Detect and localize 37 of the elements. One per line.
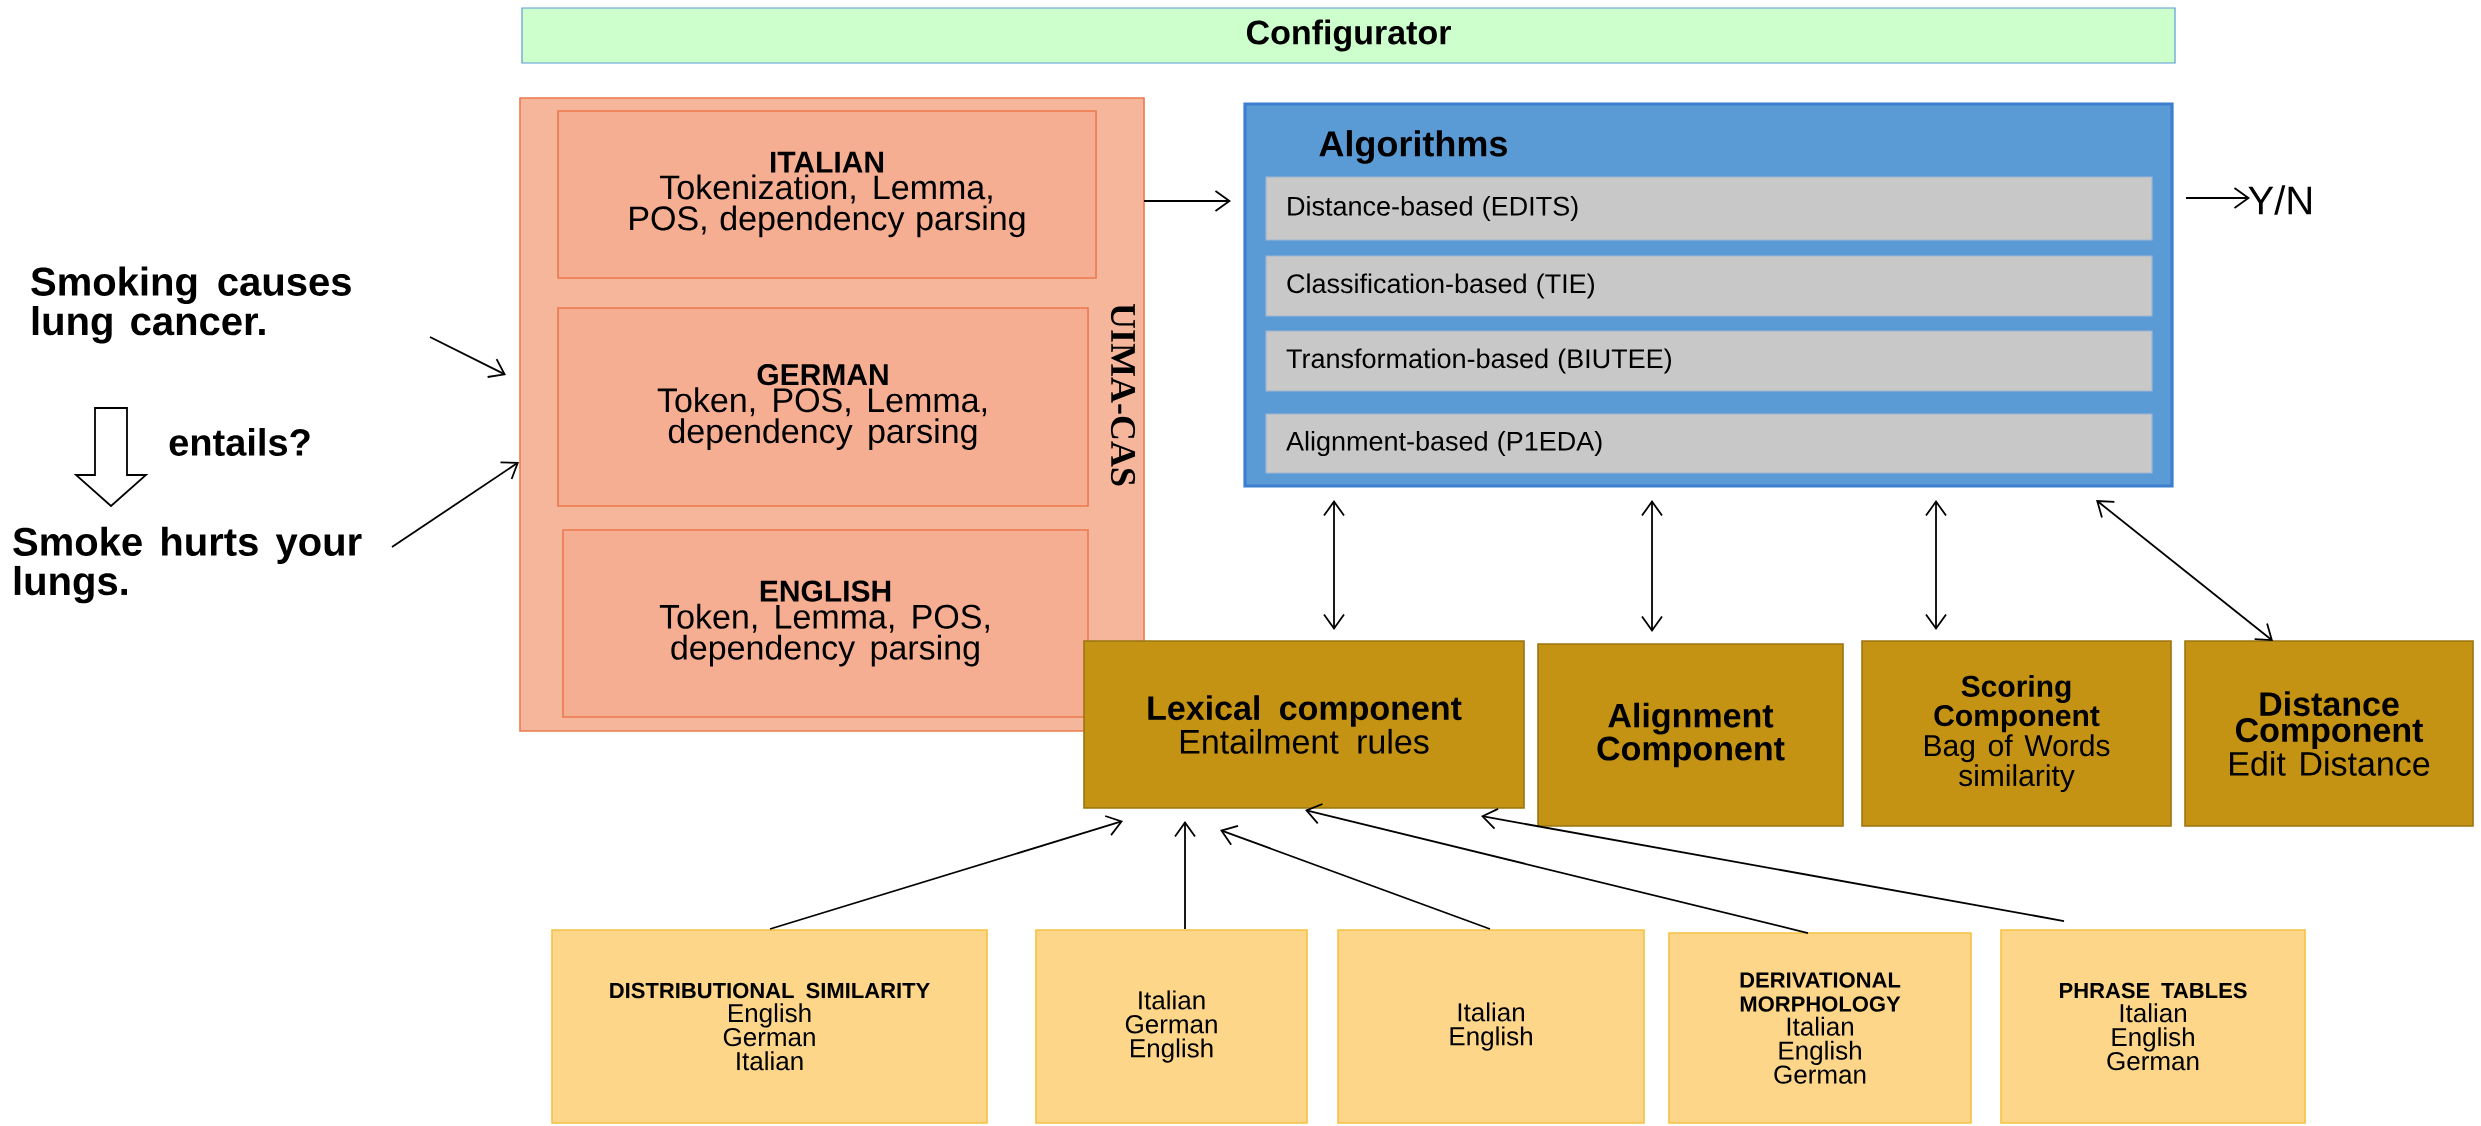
algorithm-box: Transformation-based (BIUTEE) [1265,330,2153,392]
arrow [2096,500,2273,641]
component-box: Scoring Component Bag of Words similarity [1861,640,2172,827]
resource-box: Italian English [1337,929,1645,1124]
arrow [1481,808,2065,922]
title-bar: Configurator [521,7,2176,64]
sentence-text: Smoking causes lung cancer. [31,266,351,344]
algorithm-box: Distance-based (EDITS) [1265,176,2153,241]
sentence-text: Smoke hurts your lungs. [13,526,362,604]
arrow [2185,187,2250,209]
block-arrow [73,407,149,508]
arrow [1305,803,1809,934]
component-box: Alignment Component [1537,643,1844,827]
output-label: Y/N [2248,185,2311,215]
arrow [1323,500,1345,630]
arrow [1220,825,1491,930]
panel-heading: Algorithms [1319,130,1507,164]
arrow [1143,190,1231,212]
arrow [769,815,1123,930]
arrow [1174,821,1196,930]
arrow [1925,500,1947,630]
resource-box: DERIVATIONAL MORPHOLOGY Italian English German [1668,932,1972,1124]
resource-box: Italian German English [1035,929,1308,1124]
component-box: Lexical component Entailment rules [1083,640,1525,809]
arrow [429,336,506,378]
arrow [1641,500,1663,632]
edge-label: entails? [169,428,310,456]
algorithm-box: Alignment-based (P1EDA) [1265,413,2153,474]
language-box: ENGLISH Token, Lemma, POS, dependency parsing [562,529,1089,718]
vertical-label: UIMA-CAS [1110,303,1136,486]
resource-box: PHRASE TABLES Italian English German [2000,929,2306,1124]
language-box: ITALIAN Tokenization, Lemma, POS, dependency parsing [557,110,1097,279]
arrow [391,461,519,548]
language-box: GERMAN Token, POS, Lemma, dependency parsing [557,307,1089,507]
algorithm-box: Classification-based (TIE) [1265,255,2153,317]
component-box: Distance Component Edit Distance [2184,640,2474,827]
resource-box: DISTRIBUTIONAL SIMILARITY English German Italian [551,929,988,1124]
